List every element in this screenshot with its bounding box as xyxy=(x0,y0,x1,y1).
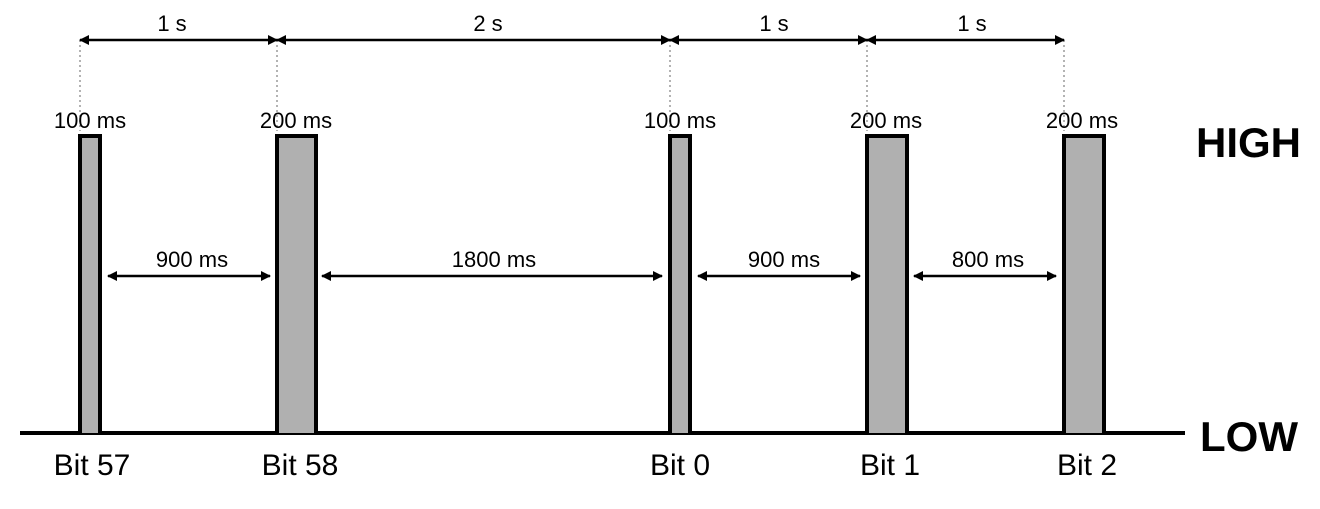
period-label: 1 s xyxy=(759,11,788,36)
bit-label: Bit 2 xyxy=(1057,449,1117,482)
pulse-width-label: 100 ms xyxy=(644,108,716,133)
pulse-width-label: 200 ms xyxy=(850,108,922,133)
gap-label: 900 ms xyxy=(156,247,228,272)
pulse-bit-58 xyxy=(275,134,318,433)
gap-label: 1800 ms xyxy=(452,247,536,272)
high-level-label: HIGH xyxy=(1196,119,1301,166)
pulse-width-label: 100 ms xyxy=(54,108,126,133)
pulse-bit-57 xyxy=(78,134,102,433)
period-guides xyxy=(79,40,1065,131)
pulse-width-label: 200 ms xyxy=(260,108,332,133)
pulse-bit-0 xyxy=(668,134,692,433)
pulse-bit-1 xyxy=(865,134,909,433)
pulse-width-label: 200 ms xyxy=(1046,108,1118,133)
period-label: 2 s xyxy=(473,11,502,36)
period-label: 1 s xyxy=(157,11,186,36)
pulse-bit-2 xyxy=(1062,134,1106,433)
bit-label: Bit 1 xyxy=(860,449,920,482)
bit-label: Bit 57 xyxy=(54,449,131,482)
bit-label: Bit 58 xyxy=(262,449,339,482)
period-label: 1 s xyxy=(957,11,986,36)
gap-label: 900 ms xyxy=(748,247,820,272)
low-level-label: LOW xyxy=(1200,413,1298,460)
bit-label: Bit 0 xyxy=(650,449,710,482)
pulses xyxy=(78,134,1106,433)
gap-label: 800 ms xyxy=(952,247,1024,272)
